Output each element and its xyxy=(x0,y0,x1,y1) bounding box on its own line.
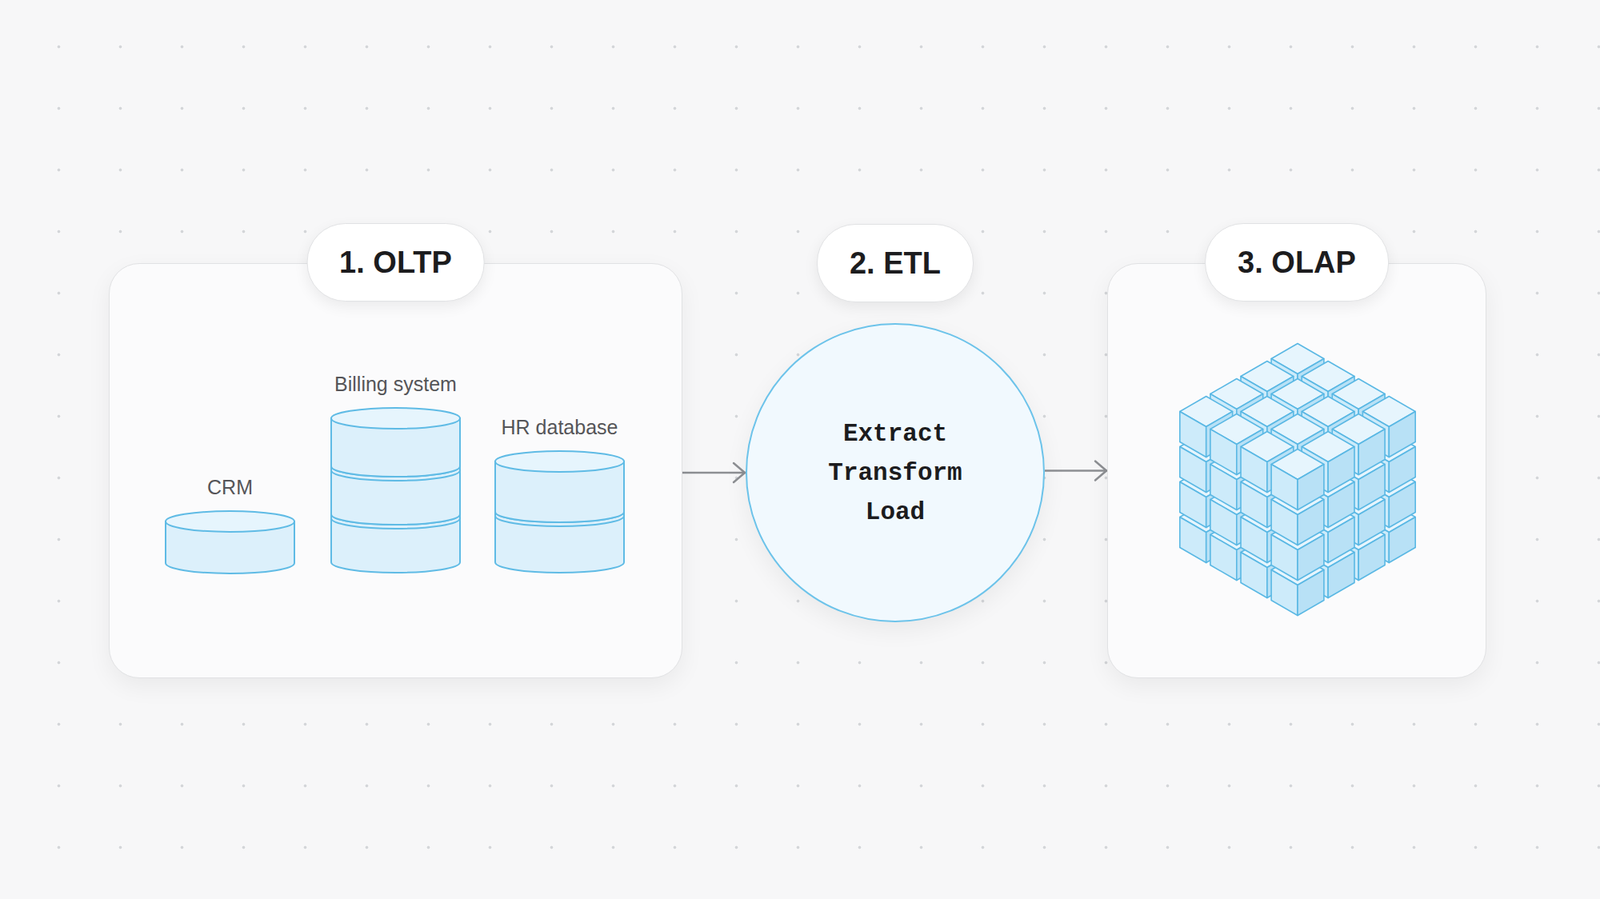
step-heading: 1. OLTP xyxy=(306,223,485,302)
cylinder-drawing xyxy=(493,448,626,576)
cube-face xyxy=(1180,412,1207,458)
cube-face xyxy=(1297,464,1324,511)
database-cylinder: HR database xyxy=(493,415,626,576)
flow-arrow xyxy=(1044,461,1108,481)
cylinder-top xyxy=(495,451,624,472)
arrow-head xyxy=(733,463,745,483)
cube-face xyxy=(1358,429,1385,476)
cylinder-drawing xyxy=(164,508,296,576)
database-cylinder: CRM xyxy=(164,475,296,576)
step-heading: 3. OLAP xyxy=(1204,223,1389,302)
cube-face xyxy=(1388,412,1416,458)
system-panel: 1. OLTPCRMBilling systemHR database xyxy=(108,263,683,679)
cylinder-drawing xyxy=(329,405,462,576)
database-label: CRM xyxy=(164,475,296,500)
database-cylinder: Billing system xyxy=(329,372,462,576)
arrow-line xyxy=(682,472,746,475)
cube-face xyxy=(1240,447,1268,493)
process-circle: 2. ETLExtract Transform Load xyxy=(745,323,1045,623)
cube-face xyxy=(1210,429,1237,476)
database-label: Billing system xyxy=(329,372,462,396)
flow-arrow xyxy=(682,463,746,483)
step-heading: 2. ETL xyxy=(816,224,974,303)
olap-cube xyxy=(1108,264,1488,680)
arrow-line xyxy=(1044,469,1108,472)
process-text: Extract Transform Load xyxy=(828,414,962,532)
arrow-head xyxy=(1095,461,1107,481)
cylinder-top xyxy=(331,408,460,429)
cube-face xyxy=(1271,464,1298,511)
system-panel: 3. OLAP xyxy=(1107,263,1487,679)
database-label: HR database xyxy=(493,415,626,440)
cube-face xyxy=(1328,447,1355,493)
cylinder-top xyxy=(165,511,295,532)
